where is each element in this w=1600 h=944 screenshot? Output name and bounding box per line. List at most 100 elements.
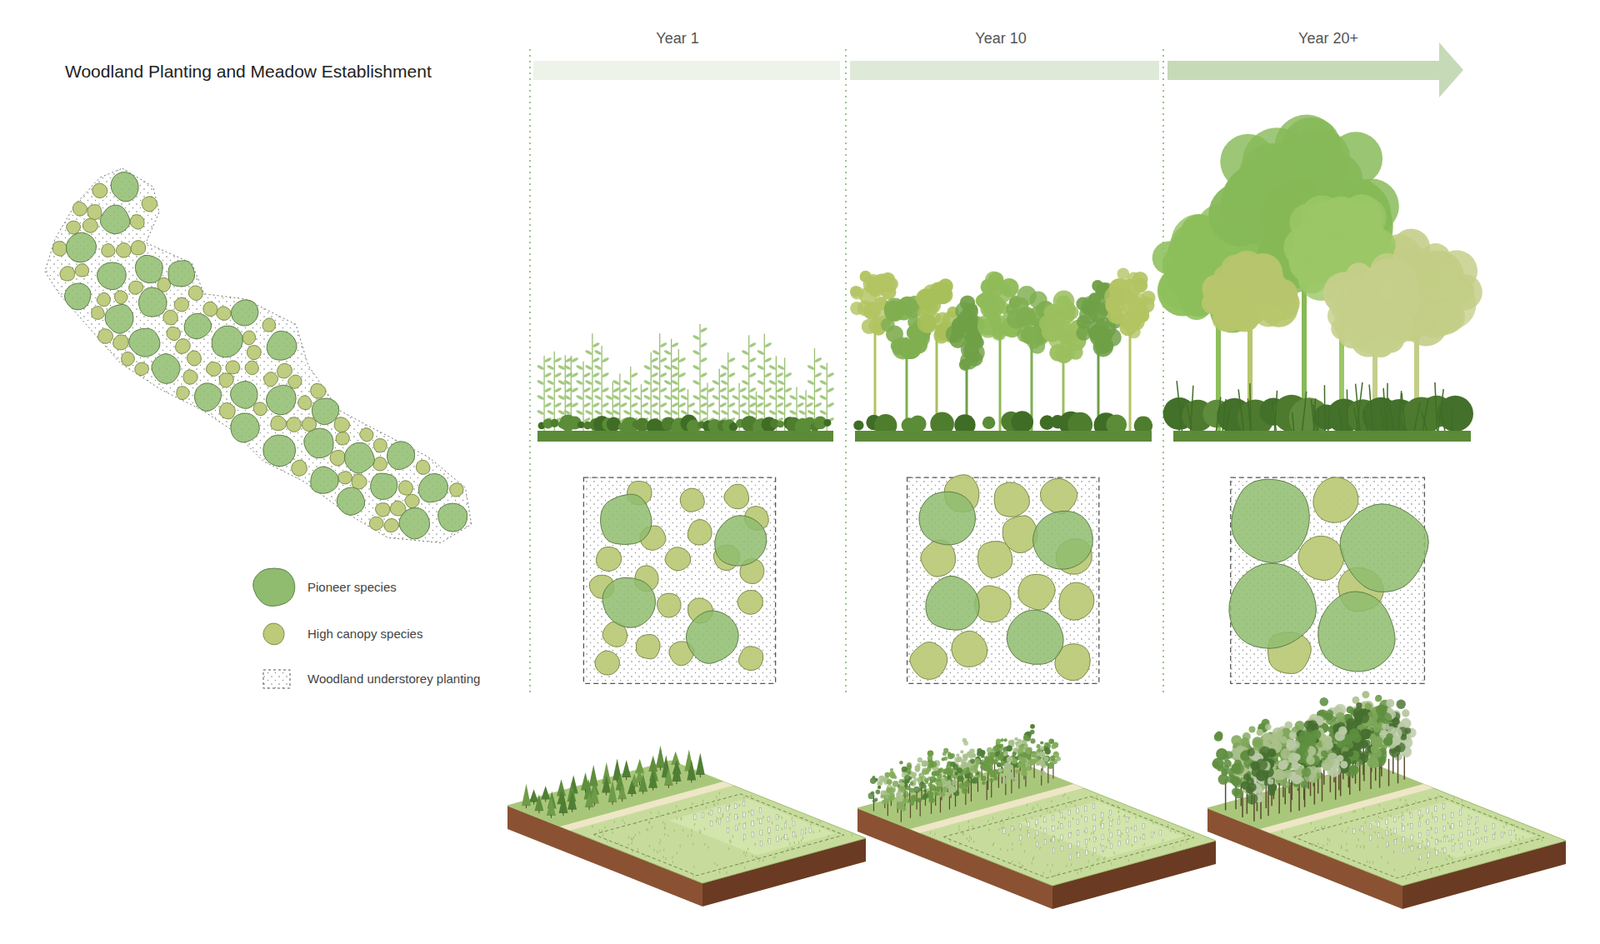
young-tree	[534, 794, 544, 811]
tree-guard	[751, 832, 754, 838]
sapling-leaf	[731, 409, 740, 416]
tree-guard	[1118, 841, 1120, 847]
young-tree	[601, 774, 611, 794]
tree-crown	[1323, 253, 1421, 358]
high-canopy	[163, 310, 178, 325]
leaf-mass	[1322, 196, 1361, 235]
timeline-bar	[1167, 60, 1440, 80]
high-canopy	[310, 383, 326, 399]
tree-guard	[759, 808, 761, 814]
sapling-leaf	[700, 394, 709, 401]
grass-texture	[739, 862, 741, 865]
grass-texture	[690, 834, 693, 837]
tree-guard	[1068, 821, 1070, 827]
leaf-mass	[1420, 243, 1451, 275]
sapling-leaf	[711, 394, 720, 401]
sapling-leaf	[789, 409, 798, 416]
tree-guard	[1101, 845, 1104, 851]
plan-boundary	[583, 477, 775, 684]
sapling-leaf	[826, 386, 835, 394]
tree-guard	[1110, 821, 1112, 827]
sapling-leaf	[764, 386, 773, 394]
grass-texture	[645, 828, 647, 831]
sapling-leaf	[720, 364, 729, 371]
grass-texture	[1080, 870, 1082, 873]
grass-texture	[606, 840, 608, 843]
high-canopy	[920, 540, 956, 577]
leaf-mass	[1040, 770, 1045, 776]
grass-texture	[691, 830, 693, 833]
high-canopy	[242, 330, 256, 345]
pioneer-canopy	[1229, 563, 1317, 649]
sapling-leaf	[565, 401, 574, 409]
sapling-leaf	[806, 379, 815, 386]
high-canopy	[166, 326, 180, 340]
leaf-mass	[937, 769, 943, 775]
tree-guard	[1019, 824, 1021, 830]
grass-texture	[591, 825, 593, 828]
tree-guard	[751, 821, 754, 827]
grass-texture	[630, 842, 633, 845]
tree-crown	[1017, 735, 1032, 765]
sapling-leaf	[740, 409, 750, 416]
leaf-mass	[1020, 770, 1027, 776]
young-tree	[695, 753, 705, 775]
grass-texture	[972, 825, 974, 828]
high-canopy	[405, 494, 420, 509]
high-canopy	[951, 630, 988, 667]
high-canopy	[369, 516, 384, 530]
leaf-mass	[992, 769, 999, 775]
grass-texture	[693, 865, 695, 869]
leaf-mass	[898, 296, 917, 315]
grass-texture	[751, 855, 754, 858]
sapling-leaf	[594, 364, 603, 371]
sapling-leaf	[663, 394, 672, 401]
grass-texture	[787, 838, 790, 841]
grass-texture	[663, 849, 665, 852]
grass-texture	[1037, 804, 1039, 807]
grass-texture	[1026, 829, 1029, 832]
sapling-leaf	[775, 371, 785, 379]
high-canopy	[97, 329, 113, 345]
leaf-mass	[1004, 738, 1008, 742]
grass-texture	[1108, 828, 1110, 831]
tree-trunk	[545, 798, 546, 802]
tree-guard	[760, 840, 762, 846]
grass-texture	[1067, 796, 1070, 800]
tree-trunk	[639, 782, 640, 786]
high-canopy	[245, 360, 259, 375]
sapling-leaf	[764, 401, 773, 409]
leaf-mass	[1023, 735, 1030, 741]
grass-texture	[998, 828, 1000, 831]
sapling-leaf	[643, 379, 652, 386]
grass-texture	[716, 817, 718, 820]
ground-shrub	[577, 421, 585, 429]
high-canopy	[737, 590, 764, 615]
grass-blade	[1222, 399, 1226, 431]
sapling-leaf	[748, 394, 757, 401]
high-canopy	[113, 335, 130, 350]
leaf-mass	[990, 752, 996, 759]
grass-texture	[1026, 804, 1028, 807]
sapling-leaf	[740, 349, 750, 356]
leaf-mass	[1020, 326, 1040, 345]
high-canopy	[60, 266, 75, 281]
young-tree	[585, 792, 595, 808]
sapling-leaf	[659, 371, 668, 379]
leaf-mass	[964, 756, 969, 761]
grass-texture	[1025, 817, 1026, 820]
grass-blade	[1421, 410, 1428, 431]
pioneer-canopy	[1318, 591, 1395, 672]
grass-texture	[1055, 874, 1056, 877]
grass-texture	[602, 834, 604, 837]
pioneer-canopy	[129, 328, 160, 357]
sapling-leaf	[748, 409, 757, 416]
grass-texture	[682, 829, 684, 832]
sapling-leaf	[554, 371, 563, 379]
grass-texture	[692, 874, 695, 877]
sapling-leaf	[819, 394, 828, 401]
sapling-leaf	[592, 386, 601, 394]
tree-crown	[1010, 745, 1027, 775]
tree-trunk	[642, 790, 644, 795]
sapling-leaf	[727, 401, 736, 409]
